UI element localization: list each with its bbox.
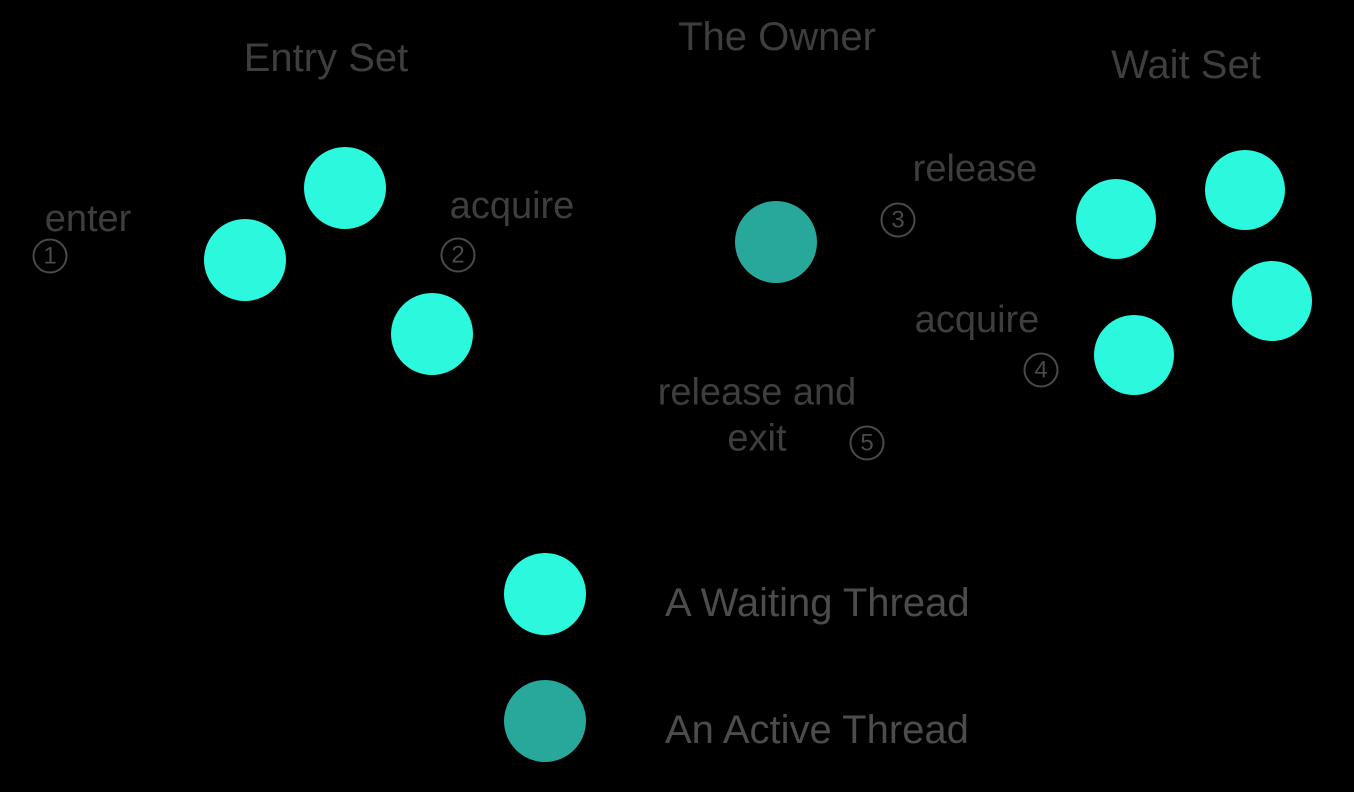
release-and-exit-label: release and exit (657, 371, 857, 460)
owner-title: The Owner (678, 15, 876, 59)
wait-set-thread-3 (1232, 261, 1312, 341)
step-4-badge: 4 (1023, 352, 1059, 388)
enter-label: enter (44, 198, 132, 240)
step-5-badge: 5 (849, 425, 885, 461)
release-label: release (912, 148, 1038, 190)
waiting-thread-legend-label: A Waiting Thread (665, 581, 970, 625)
entry-set-thread-1 (304, 147, 386, 229)
entry-set-thread-3 (391, 293, 473, 375)
acquire-entry-label: acquire (449, 185, 575, 227)
entry-set-title: Entry Set (243, 36, 409, 80)
step-3-badge: 3 (880, 202, 916, 238)
entry-set-thread-2 (204, 219, 286, 301)
wait-set-thread-4 (1094, 315, 1174, 395)
acquire-wait-label: acquire (914, 299, 1040, 341)
waiting-thread-swatch (504, 553, 586, 635)
owner-thread (735, 201, 817, 283)
wait-set-thread-2 (1205, 150, 1285, 230)
wait-set-title: Wait Set (1111, 43, 1261, 87)
wait-set-thread-1 (1076, 179, 1156, 259)
step-2-badge: 2 (440, 237, 476, 273)
active-thread-swatch (504, 680, 586, 762)
step-1-badge: 1 (32, 238, 68, 274)
active-thread-legend-label: An Active Thread (665, 708, 969, 752)
